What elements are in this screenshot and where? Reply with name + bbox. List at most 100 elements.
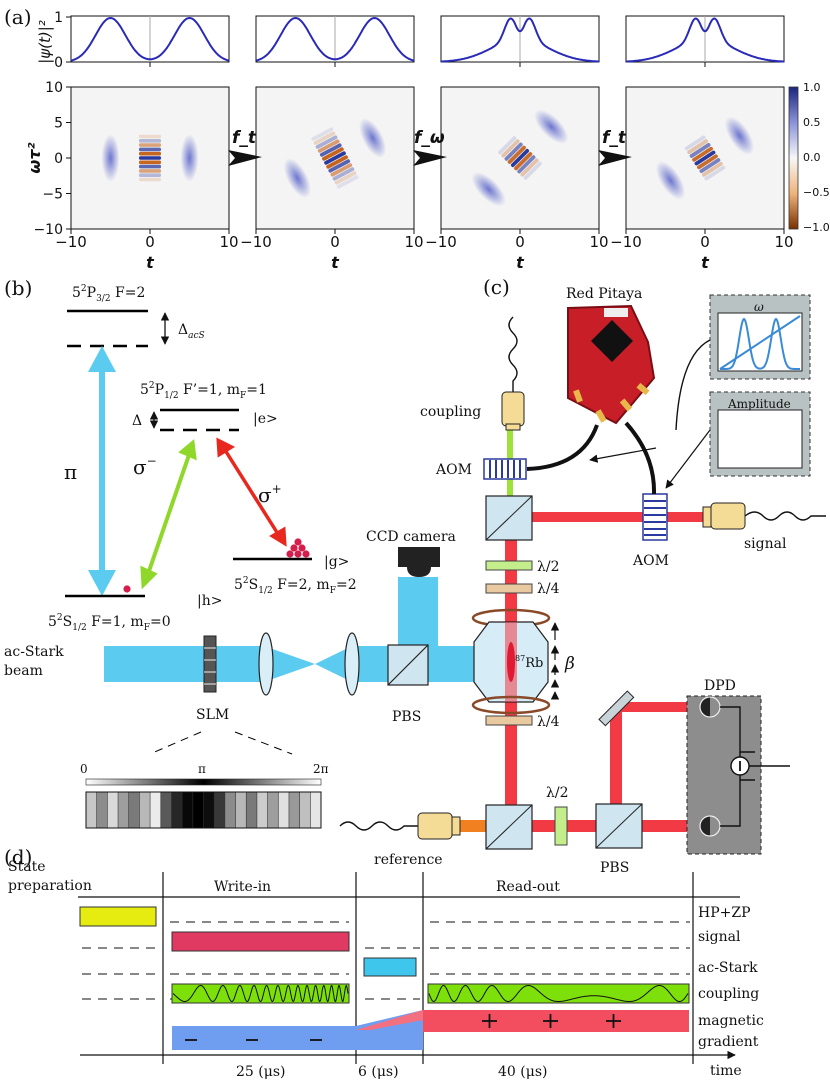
x-tick: 10 — [404, 233, 423, 251]
colorbar-tick: 0.0 — [803, 151, 821, 164]
colorbar-tick: 1.0 — [803, 81, 821, 94]
ccd-camera-label: CCD camera — [366, 529, 456, 545]
optical-setup: coupling AOM AOM signal λ/2 λ/4 87Rb — [339, 286, 826, 876]
y-tick-top: 1 — [54, 10, 63, 26]
lambda-quarter-label: λ/4 — [537, 581, 560, 597]
ylabel-omega-tau: ωτ² — [25, 142, 44, 173]
amplitude-box: Amplitude — [709, 317, 811, 477]
panel-label-c: (c) — [483, 275, 510, 299]
hpzp-pulse — [79, 906, 157, 927]
heatmap-panel — [101, 134, 199, 182]
energy-level-diagram: 52P3/2 F=2 ΔacS 52P1/2 F’=1, mF=1 |e> Δ … — [48, 284, 357, 633]
ac-stark-beam-path: ac-Stark beam SLM PBS CCD camera — [4, 529, 506, 725]
lens-2 — [344, 632, 360, 696]
level-h-label: 52S1/2 F=1, mF=0 — [48, 613, 171, 633]
x-tick: −10 — [610, 233, 642, 251]
reference-fiber-coupler — [417, 812, 453, 840]
level-e-label: 52P1/2 F’=1, mF=1 — [140, 381, 267, 401]
lambda-half-label: λ/2 — [537, 559, 560, 575]
heatmap-panel — [471, 109, 569, 207]
coupling-fiber-coupler — [501, 391, 525, 427]
pbs-label-c: PBS — [600, 860, 629, 876]
reference-label: reference — [374, 852, 443, 868]
x-tick: 0 — [700, 233, 710, 251]
x-tick: 0 — [515, 233, 525, 251]
beta-label: β — [564, 654, 575, 674]
slm-scale-2pi: 2π — [313, 762, 329, 776]
ac-stark-pulse — [363, 957, 417, 977]
duration-read: 40 (μs) — [498, 1064, 547, 1080]
signal-pulse — [171, 931, 350, 952]
dpd-box — [686, 695, 762, 855]
row-label-magnetic: magnetic — [698, 1013, 764, 1029]
row-label-gradient: gradient — [698, 1034, 759, 1050]
intensity-plots — [70, 15, 785, 63]
x-tick: 10 — [774, 233, 793, 251]
row-label-hpzp: HP+ZP — [698, 905, 751, 921]
arrow-label-fw: f_ω — [414, 128, 445, 148]
ccd-camera — [398, 547, 440, 577]
ac-stark-beam-label-1: ac-Stark — [4, 644, 64, 660]
heatmap-panel — [655, 116, 755, 200]
x-tick: −10 — [55, 233, 87, 251]
pbs-label-b: PBS — [392, 709, 421, 725]
frequency-ramp-box: ω — [709, 294, 811, 380]
x-tick: −10 — [425, 233, 457, 251]
red-pitaya-label: Red Pitaya — [566, 286, 642, 302]
delta-acs-label: ΔacS — [178, 322, 205, 341]
intensity-curve — [70, 16, 230, 62]
y-tick-top: 0 — [54, 55, 63, 71]
x-tick: −10 — [240, 233, 272, 251]
row-label-ac-stark: ac-Stark — [698, 960, 758, 976]
ket-e: |e> — [253, 411, 278, 427]
colorbar-tick: 0.5 — [803, 116, 821, 129]
lambda-quarter-2-label: λ/4 — [537, 714, 560, 730]
heatmap-panel — [283, 117, 387, 199]
coupling-label: coupling — [420, 404, 481, 420]
delta-label: Δ — [132, 413, 142, 429]
slm-label: SLM — [196, 707, 229, 723]
state-prep-label-2: preparation — [8, 878, 92, 894]
y-tick-bottom: 0 — [54, 151, 63, 167]
state-prep-label-1: State — [8, 859, 45, 875]
lens-1 — [258, 632, 274, 696]
x-axis-label: t — [331, 253, 340, 272]
colorbar-tick: −0.5 — [803, 186, 830, 199]
x-tick: 0 — [330, 233, 340, 251]
arrow-label-ft-2: f_t — [602, 128, 627, 148]
lambda-half-2-label: λ/2 — [546, 785, 569, 801]
panel-label-a: (a) — [4, 5, 32, 29]
slm-scale-0: 0 — [80, 762, 88, 776]
signal-label: signal — [744, 536, 787, 552]
mirror — [598, 690, 635, 727]
write-in-label: Write-in — [214, 879, 271, 895]
x-tick: 0 — [145, 233, 155, 251]
coupling-pulse-read — [427, 983, 690, 1004]
y-tick-bottom: −10 — [33, 222, 63, 238]
level-g-label: 52S1/2 F=2, mF=2 — [234, 576, 357, 596]
transform-arrows: f_t f_ω f_t — [228, 128, 632, 166]
ylabel-psi: |ψ(t)|² — [36, 20, 54, 64]
sigma-plus-label: σ+ — [258, 482, 282, 507]
ac-stark-beam-label-2: beam — [4, 663, 43, 679]
atom-cloud — [286, 538, 310, 558]
pi-label: π — [64, 460, 77, 484]
x-axis-label: t — [516, 253, 525, 272]
y-tick-bottom: 5 — [54, 116, 63, 132]
level-top-label: 52P3/2 F=2 — [72, 284, 145, 304]
aom-right-label: AOM — [632, 553, 669, 569]
x-tick: 10 — [219, 233, 238, 251]
colorbar: 1.0 0.5 0.0 −0.5 −1.0 — [788, 81, 830, 234]
y-tick-bottom: 10 — [45, 80, 63, 96]
x-tick: 10 — [589, 233, 608, 251]
omega-label: ω — [754, 300, 764, 314]
panel-label-b: (b) — [4, 276, 32, 300]
arrow-label-ft-1: f_t — [232, 128, 257, 148]
y-tick-bottom: −5 — [42, 187, 63, 203]
panel-label-d: (d) — [4, 845, 32, 869]
x-axis-label: t — [701, 253, 710, 272]
red-pitaya-board: Red Pitaya — [566, 286, 656, 425]
signal-fiber-coupler — [710, 502, 746, 530]
